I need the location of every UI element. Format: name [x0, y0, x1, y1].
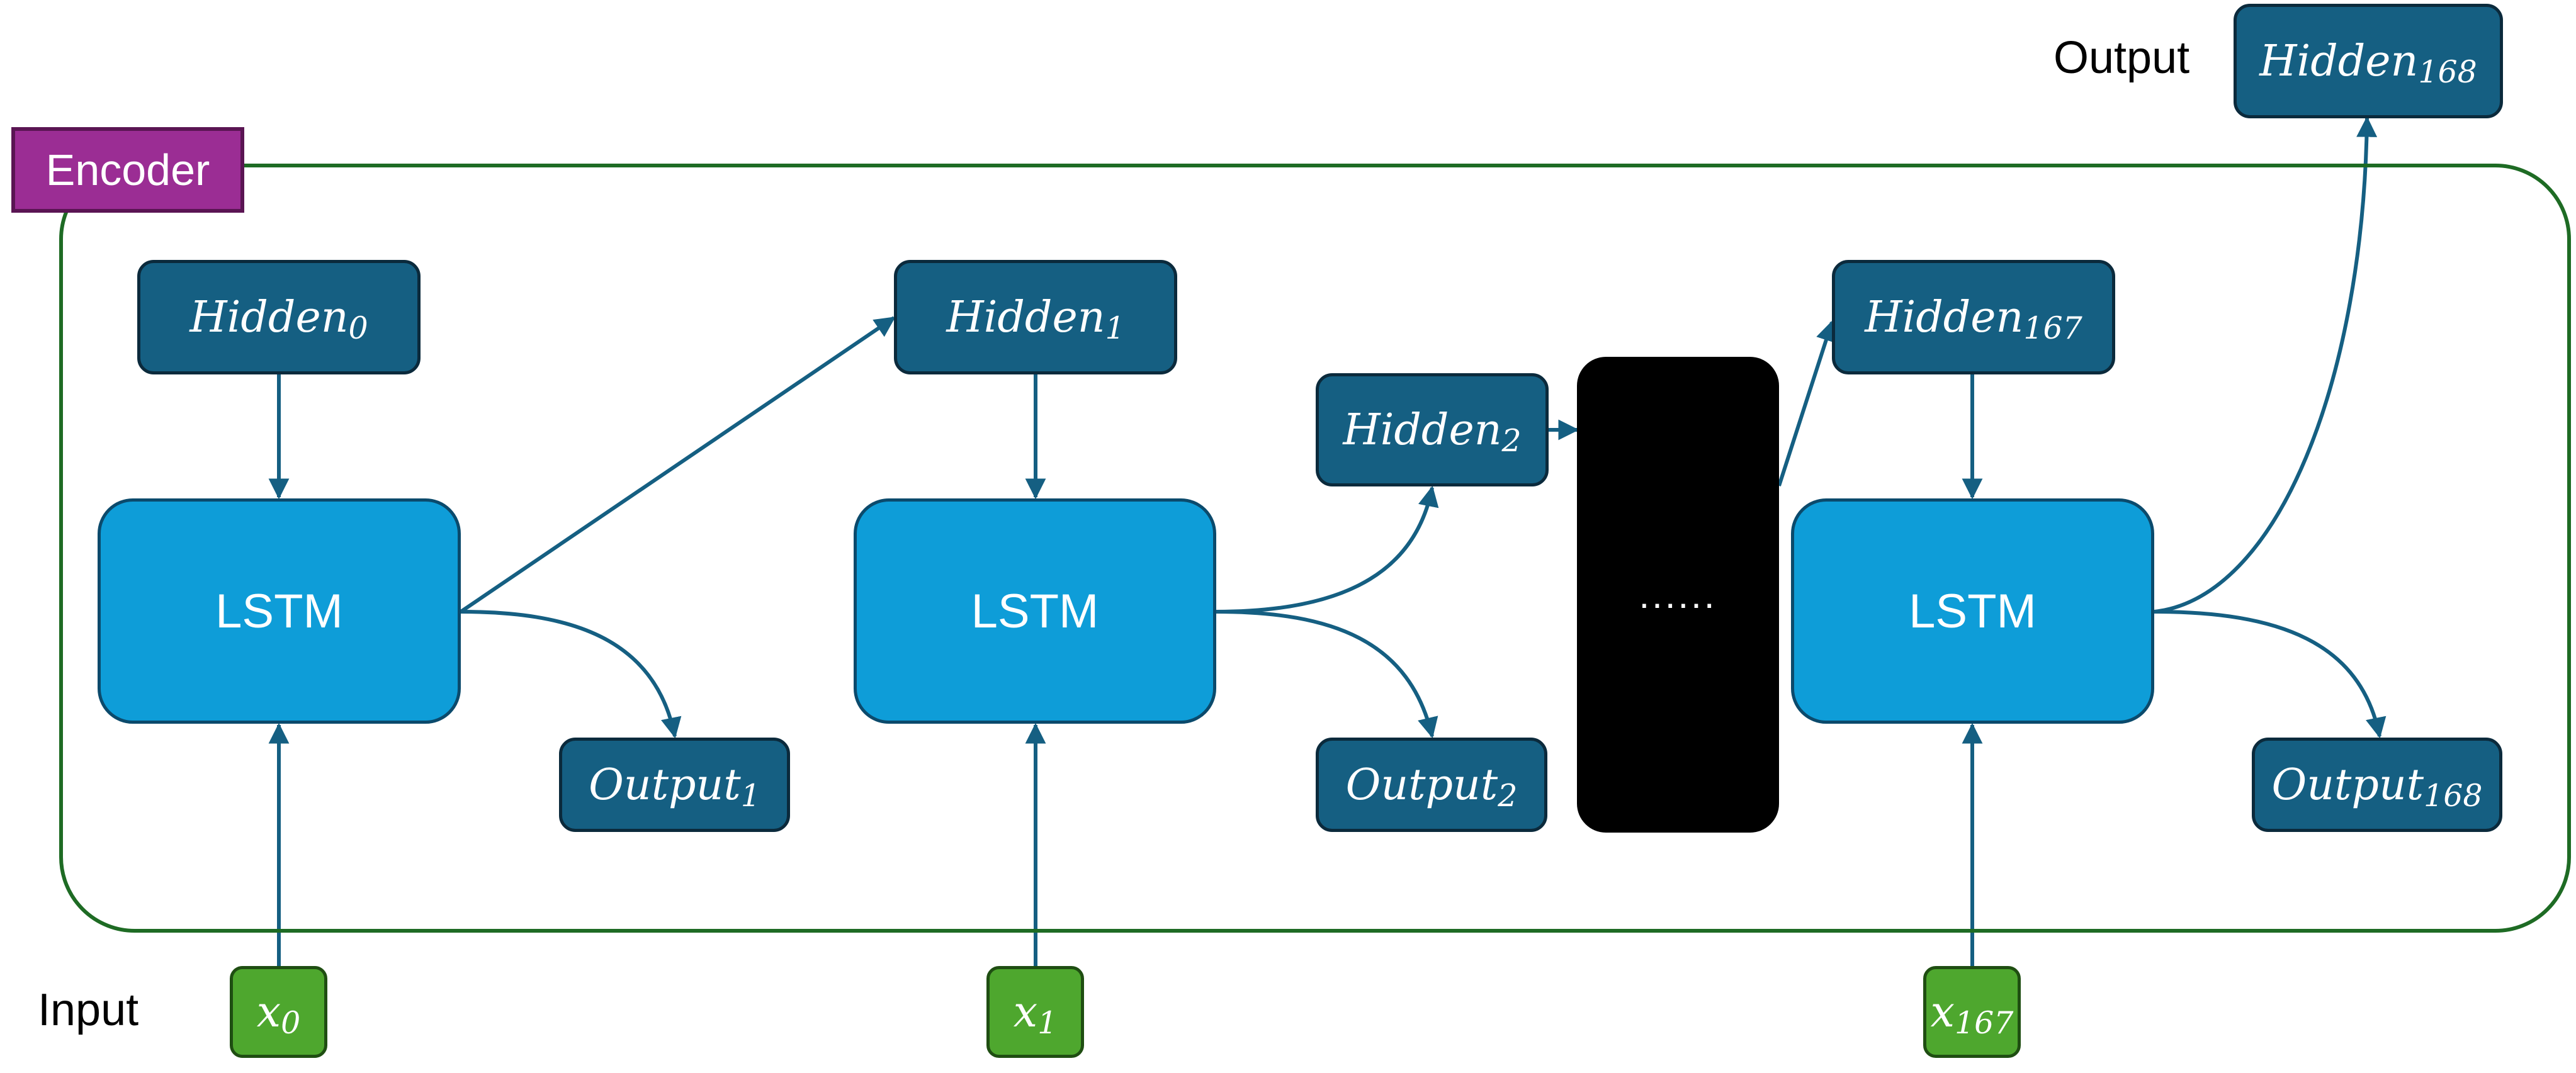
- lstm-cell-3: LSTM: [1791, 498, 2154, 724]
- arrow-lstm3-to-hidden168: [2154, 116, 2378, 614]
- lstm-cell-2: LSTM: [854, 498, 1216, 724]
- input-label: Input: [38, 985, 139, 1035]
- arrow-lstm2-to-output2: [1216, 610, 1438, 739]
- encoder-frame: [59, 164, 2571, 933]
- arrow-lstm1-to-output1: [460, 610, 682, 739]
- arrow-lstm1-to-hidden1: [460, 316, 896, 614]
- arrow-ellipsis-block-to-hidden167: [1777, 320, 1836, 486]
- arrow-lstm3-to-output168: [2154, 610, 2387, 739]
- output-label: Output: [2053, 33, 2190, 83]
- encoder-label: Encoder: [11, 127, 244, 213]
- ellipsis-block: ......: [1577, 357, 1779, 833]
- lstm-cell-1: LSTM: [98, 498, 461, 724]
- arrow-lstm2-to-hidden2: [1216, 485, 1439, 614]
